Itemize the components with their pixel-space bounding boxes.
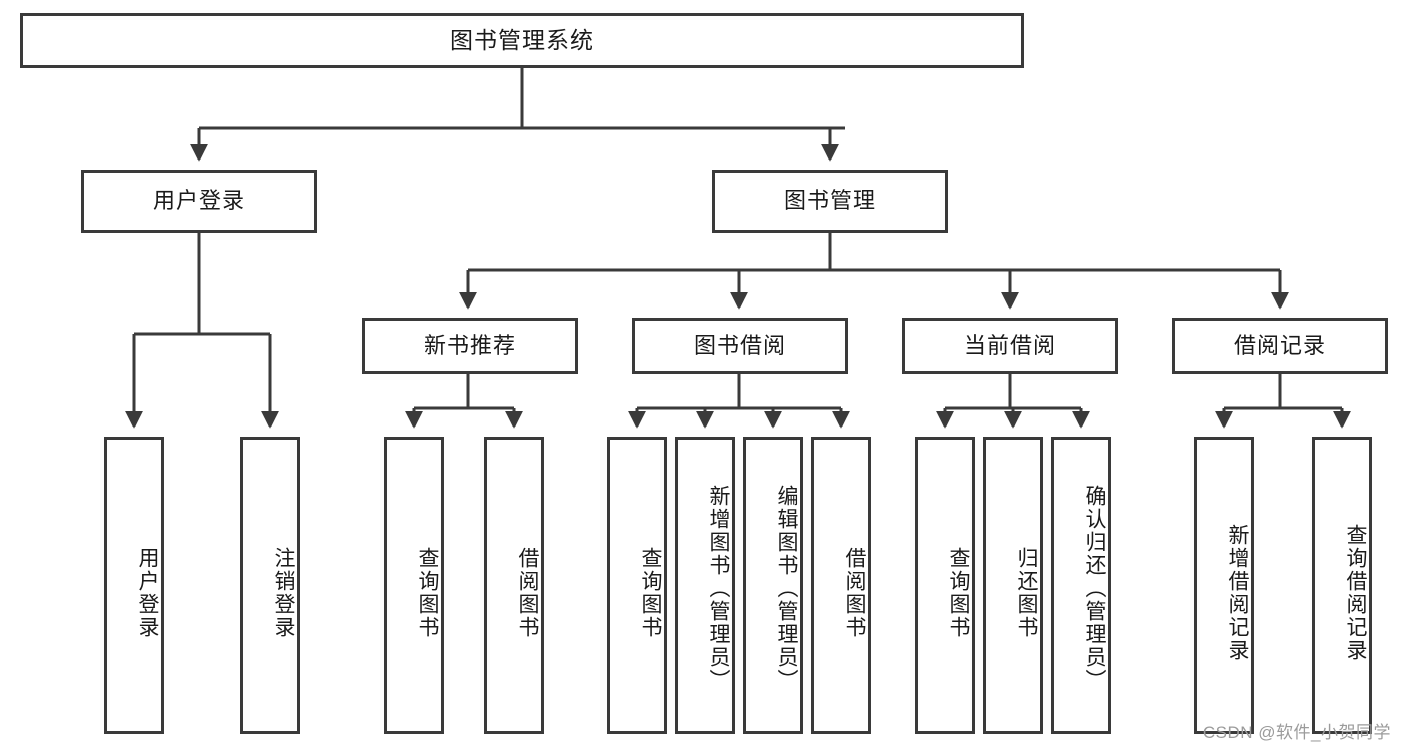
node-label: 图书管理 [783, 188, 876, 214]
node-book-management[interactable]: 图书管理 [712, 170, 948, 233]
node-label: 注销登录 [272, 546, 295, 639]
node-label: 新书推荐 [423, 332, 516, 358]
leaf-query-borrowing-record[interactable]: 查询借阅记录 [1312, 437, 1372, 734]
node-new-book-recommendation[interactable]: 新书推荐 [362, 318, 578, 374]
node-current-borrowing[interactable]: 当前借阅 [902, 318, 1118, 374]
node-label: 归还图书 [1015, 546, 1038, 639]
node-label: 查询图书 [416, 546, 439, 639]
node-label: 图书管理系统 [450, 26, 594, 53]
leaf-edit-book-admin[interactable]: 编辑图书（管理员） [743, 437, 803, 734]
node-label: 用户登录 [152, 188, 245, 214]
leaf-add-borrowing-record[interactable]: 新增借阅记录 [1194, 437, 1254, 734]
node-label: 查询借阅记录 [1344, 523, 1367, 662]
leaf-borrow-books-recommendation[interactable]: 借阅图书 [484, 437, 544, 734]
node-label: 借阅图书 [843, 546, 866, 639]
node-label: 图书借阅 [693, 332, 786, 358]
leaf-logout[interactable]: 注销登录 [240, 437, 300, 734]
leaf-add-book-admin[interactable]: 新增图书（管理员） [675, 437, 735, 734]
node-label: 确认归还（管理员） [1083, 485, 1106, 692]
node-label: 当前借阅 [963, 332, 1056, 358]
node-borrowing-records[interactable]: 借阅记录 [1172, 318, 1388, 374]
leaf-return-books[interactable]: 归还图书 [983, 437, 1043, 734]
leaf-query-books-borrowing[interactable]: 查询图书 [607, 437, 667, 734]
leaf-query-books-current[interactable]: 查询图书 [915, 437, 975, 734]
node-user-login[interactable]: 用户登录 [81, 170, 317, 233]
node-root-book-management-system[interactable]: 图书管理系统 [20, 13, 1024, 68]
node-label: 借阅记录 [1233, 332, 1326, 358]
node-label: 查询图书 [639, 546, 662, 639]
leaf-query-books-recommendation[interactable]: 查询图书 [384, 437, 444, 734]
leaf-user-login[interactable]: 用户登录 [104, 437, 164, 734]
leaf-confirm-return-admin[interactable]: 确认归还（管理员） [1051, 437, 1111, 734]
node-label: 新增借阅记录 [1226, 523, 1249, 662]
node-label: 编辑图书（管理员） [775, 485, 798, 692]
node-label: 查询图书 [947, 546, 970, 639]
watermark-text: CSDN @软件_小贺同学 [1202, 723, 1391, 742]
node-label: 新增图书（管理员） [707, 485, 730, 692]
node-label: 用户登录 [136, 546, 159, 639]
node-book-borrowing[interactable]: 图书借阅 [632, 318, 848, 374]
leaf-borrow-books-borrowing[interactable]: 借阅图书 [811, 437, 871, 734]
node-label: 借阅图书 [516, 546, 539, 639]
